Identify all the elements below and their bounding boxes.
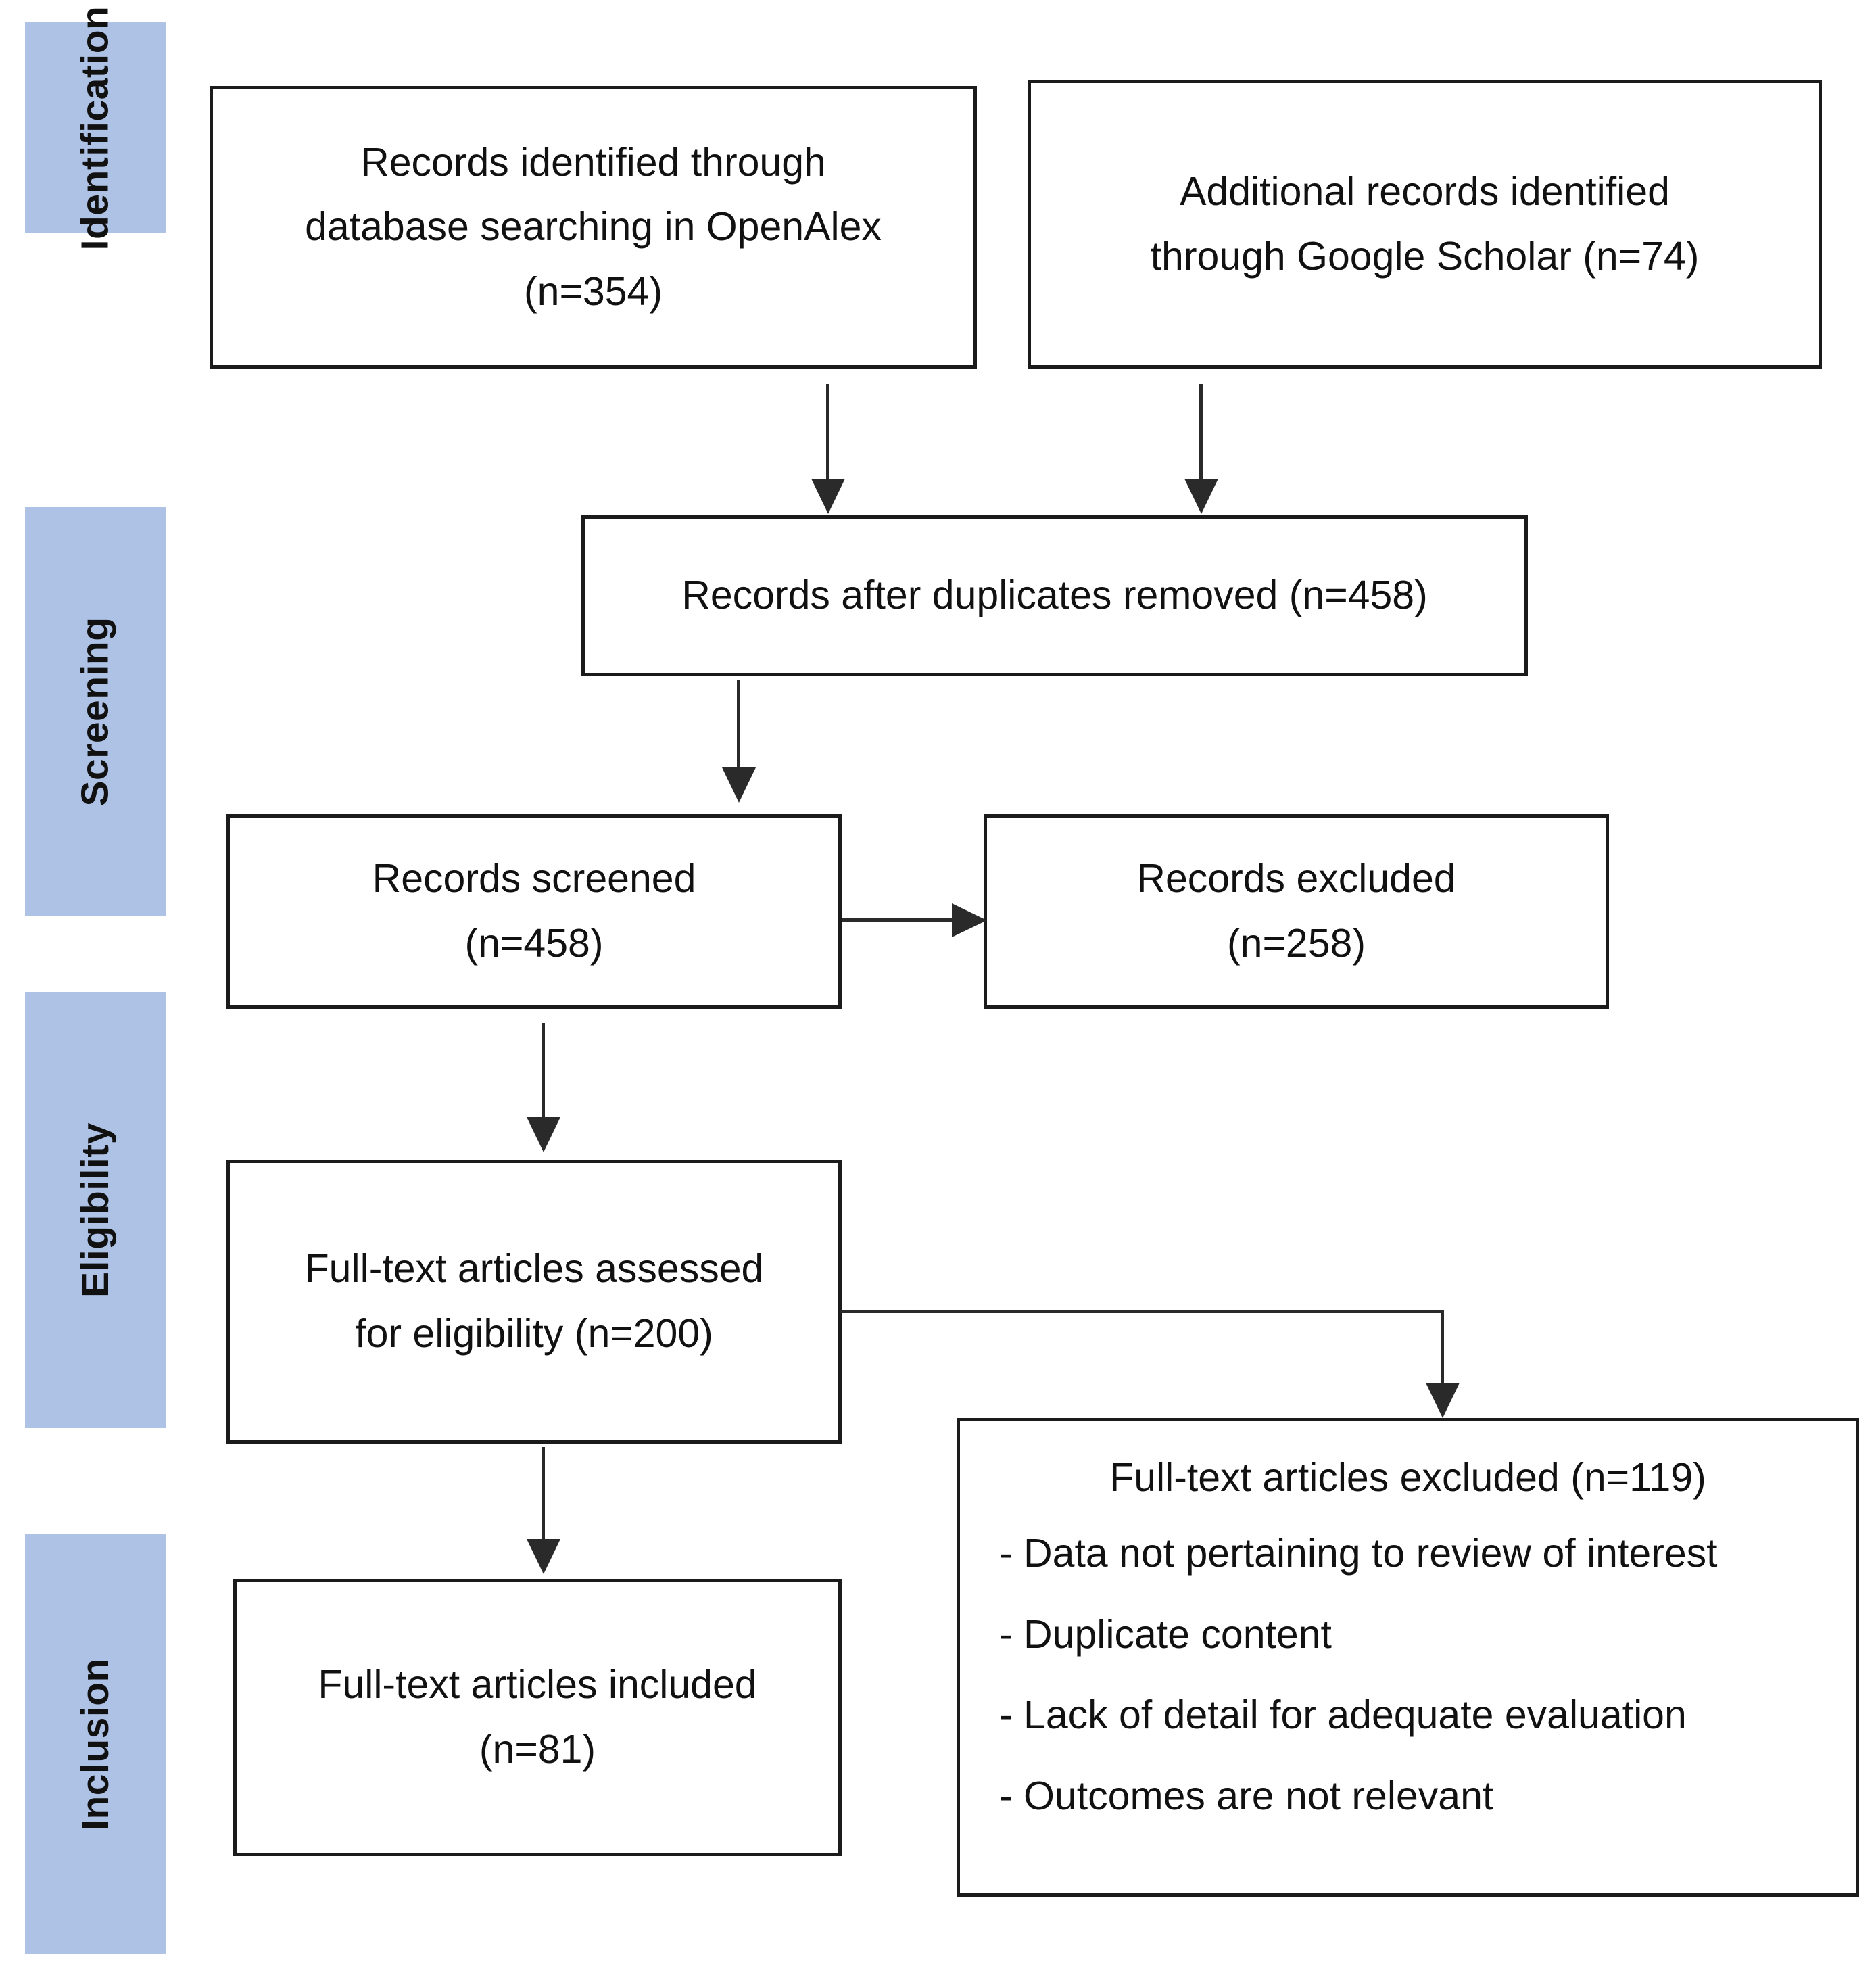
box-fulltext-excluded-title: Full-text articles excluded (n=119) [1109,1455,1706,1500]
stage-band-label-eligibility: Eligibility [73,1122,117,1298]
box-database-search-line-3: (n=354) [523,268,663,314]
box-fulltext-included-line-1: Full-text articles included [318,1662,757,1707]
connector-assessed-to-included-arrowhead [527,1539,560,1574]
box-after-duplicates-line-1: Records after duplicates removed (n=458) [681,573,1428,618]
box-records-excluded-line-1: Records excluded [1136,856,1456,901]
stage-band-eligibility: Eligibility [25,992,166,1428]
box-additional-records-line-2: through Google Scholar (n=74) [1150,233,1700,279]
connector-additional-records-to-duplicates-line [1199,384,1203,483]
connector-screened-to-excluded-line [842,918,957,922]
stage-band-identification: Identification [25,5,166,250]
box-fulltext-assessed: Full-text articles assessed for eligibil… [226,1160,842,1444]
stage-band-inclusion: Inclusion [25,1534,166,1954]
box-database-search-line-2: database searching in OpenAlex [305,204,882,250]
box-database-search: Records identified through database sear… [210,86,977,369]
box-records-excluded-line-2: (n=258) [1226,921,1366,966]
connector-additional-records-to-duplicates-arrowhead [1184,479,1218,514]
box-records-screened-line-2: (n=458) [464,921,604,966]
box-fulltext-excluded-reason-2: - Duplicate content [999,1611,1332,1657]
stage-band-label-inclusion: Inclusion [73,1657,117,1830]
box-after-duplicates: Records after duplicates removed (n=458) [581,515,1528,676]
connector-duplicates-to-screened-line [737,680,740,771]
box-fulltext-excluded-reason-1: - Data not pertaining to review of inter… [999,1530,1718,1576]
connector-screened-to-assessed-arrowhead [527,1117,560,1152]
connector-assessed-to-excluded-horizontal [840,1310,1444,1313]
connector-screened-to-assessed-line [542,1023,545,1121]
connector-database-search-to-duplicates-arrowhead [811,479,845,514]
box-fulltext-included: Full-text articles included (n=81) [233,1579,842,1856]
connector-screened-to-excluded-arrowhead [952,903,987,937]
box-fulltext-excluded-reason-4: - Outcomes are not relevant [999,1774,1494,1819]
box-records-screened-line-1: Records screened [372,856,696,901]
stage-band-screening: Screening [25,507,166,916]
box-fulltext-excluded-reason-3: - Lack of detail for adequate evaluation [999,1693,1687,1738]
connector-assessed-to-included-line [542,1447,545,1543]
box-additional-records-line-1: Additional records identified [1180,168,1670,214]
box-fulltext-excluded: Full-text articles excluded (n=119) - Da… [957,1418,1859,1897]
connector-database-search-to-duplicates-line [826,384,829,483]
connector-assessed-to-excluded-arrowhead [1426,1383,1460,1418]
box-database-search-line-1: Records identified through [360,139,826,185]
stage-band-label-identification: Identification [73,5,117,250]
connector-assessed-to-excluded-vertical [1441,1310,1444,1391]
box-additional-records: Additional records identified through Go… [1028,80,1822,369]
box-records-excluded: Records excluded (n=258) [984,814,1609,1009]
box-fulltext-assessed-line-2: for eligibility (n=200) [355,1311,713,1356]
stage-band-label-screening: Screening [73,617,117,807]
box-records-screened: Records screened (n=458) [226,814,842,1009]
box-fulltext-included-line-2: (n=81) [479,1727,596,1772]
connector-duplicates-to-screened-arrowhead [722,767,756,803]
box-fulltext-assessed-line-1: Full-text articles assessed [304,1246,764,1292]
